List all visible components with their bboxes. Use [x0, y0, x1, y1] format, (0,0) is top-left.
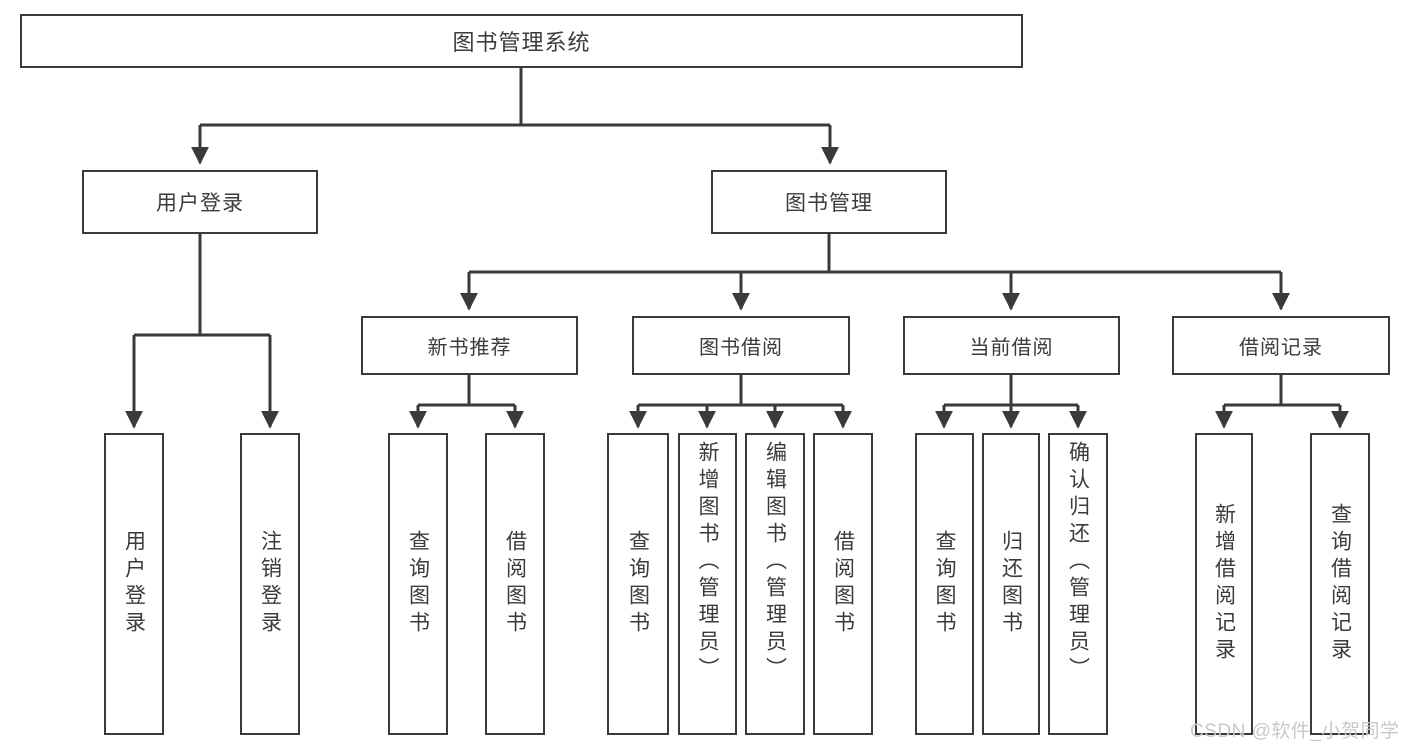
- leaf-user-login-label: 用户登录: [122, 530, 146, 638]
- node-user-login-label: 用户登录: [156, 192, 244, 215]
- leaf-add-borrow-record-label: 新增借阅记录: [1212, 503, 1236, 665]
- node-book-borrow-label: 图书借阅: [699, 337, 783, 359]
- leaf-confirm-return-admin-label: 确认归还（管理员）: [1066, 441, 1090, 684]
- leaf-add-book-admin-label: 新增图书（管理员）: [696, 441, 719, 684]
- leaf-query-book-recommend-label: 查询图书: [406, 530, 430, 638]
- leaf-edit-book-admin[interactable]: 编辑图书（管理员）: [745, 433, 805, 735]
- leaf-confirm-return-admin[interactable]: 确认归还（管理员）: [1048, 433, 1108, 735]
- leaf-query-book-recommend[interactable]: 查询图书: [388, 433, 448, 735]
- leaf-logout-login-label: 注销登录: [258, 530, 282, 638]
- leaf-borrow-book-recommend-label: 借阅图书: [503, 530, 527, 638]
- node-book-management[interactable]: 图书管理: [711, 170, 947, 234]
- leaf-query-book-borrow-label: 查询图书: [626, 530, 650, 638]
- leaf-borrow-book[interactable]: 借阅图书: [813, 433, 873, 735]
- leaf-edit-book-admin-label: 编辑图书（管理员）: [763, 441, 787, 684]
- leaf-logout-login[interactable]: 注销登录: [240, 433, 300, 735]
- leaf-add-book-admin[interactable]: 新增图书（管理员）: [678, 433, 737, 735]
- leaf-query-book-current-label: 查询图书: [933, 530, 956, 638]
- leaf-user-login[interactable]: 用户登录: [104, 433, 164, 735]
- node-book-management-label: 图书管理: [785, 192, 873, 215]
- leaf-return-book[interactable]: 归还图书: [982, 433, 1040, 735]
- leaf-query-borrow-record-label: 查询借阅记录: [1328, 503, 1352, 665]
- node-new-book-recommend-label: 新书推荐: [427, 337, 512, 359]
- leaf-query-book-current[interactable]: 查询图书: [915, 433, 974, 735]
- leaf-borrow-book-recommend[interactable]: 借阅图书: [485, 433, 545, 735]
- leaf-query-book-borrow[interactable]: 查询图书: [607, 433, 669, 735]
- node-user-login[interactable]: 用户登录: [82, 170, 318, 234]
- node-current-borrow[interactable]: 当前借阅: [903, 316, 1120, 375]
- node-current-borrow-label: 当前借阅: [969, 337, 1054, 359]
- csdn-watermark: CSDN @软件_小贺同学: [1190, 721, 1400, 742]
- leaf-borrow-book-label: 借阅图书: [831, 530, 855, 638]
- node-book-borrow[interactable]: 图书借阅: [632, 316, 850, 375]
- leaf-return-book-label: 归还图书: [999, 530, 1023, 638]
- node-new-book-recommend[interactable]: 新书推荐: [361, 316, 578, 375]
- leaf-add-borrow-record[interactable]: 新增借阅记录: [1195, 433, 1253, 735]
- node-root[interactable]: 图书管理系统: [20, 14, 1023, 68]
- leaf-query-borrow-record[interactable]: 查询借阅记录: [1310, 433, 1370, 735]
- node-root-label: 图书管理系统: [452, 30, 591, 55]
- node-borrow-record-label: 借阅记录: [1239, 337, 1323, 359]
- node-borrow-record[interactable]: 借阅记录: [1172, 316, 1390, 375]
